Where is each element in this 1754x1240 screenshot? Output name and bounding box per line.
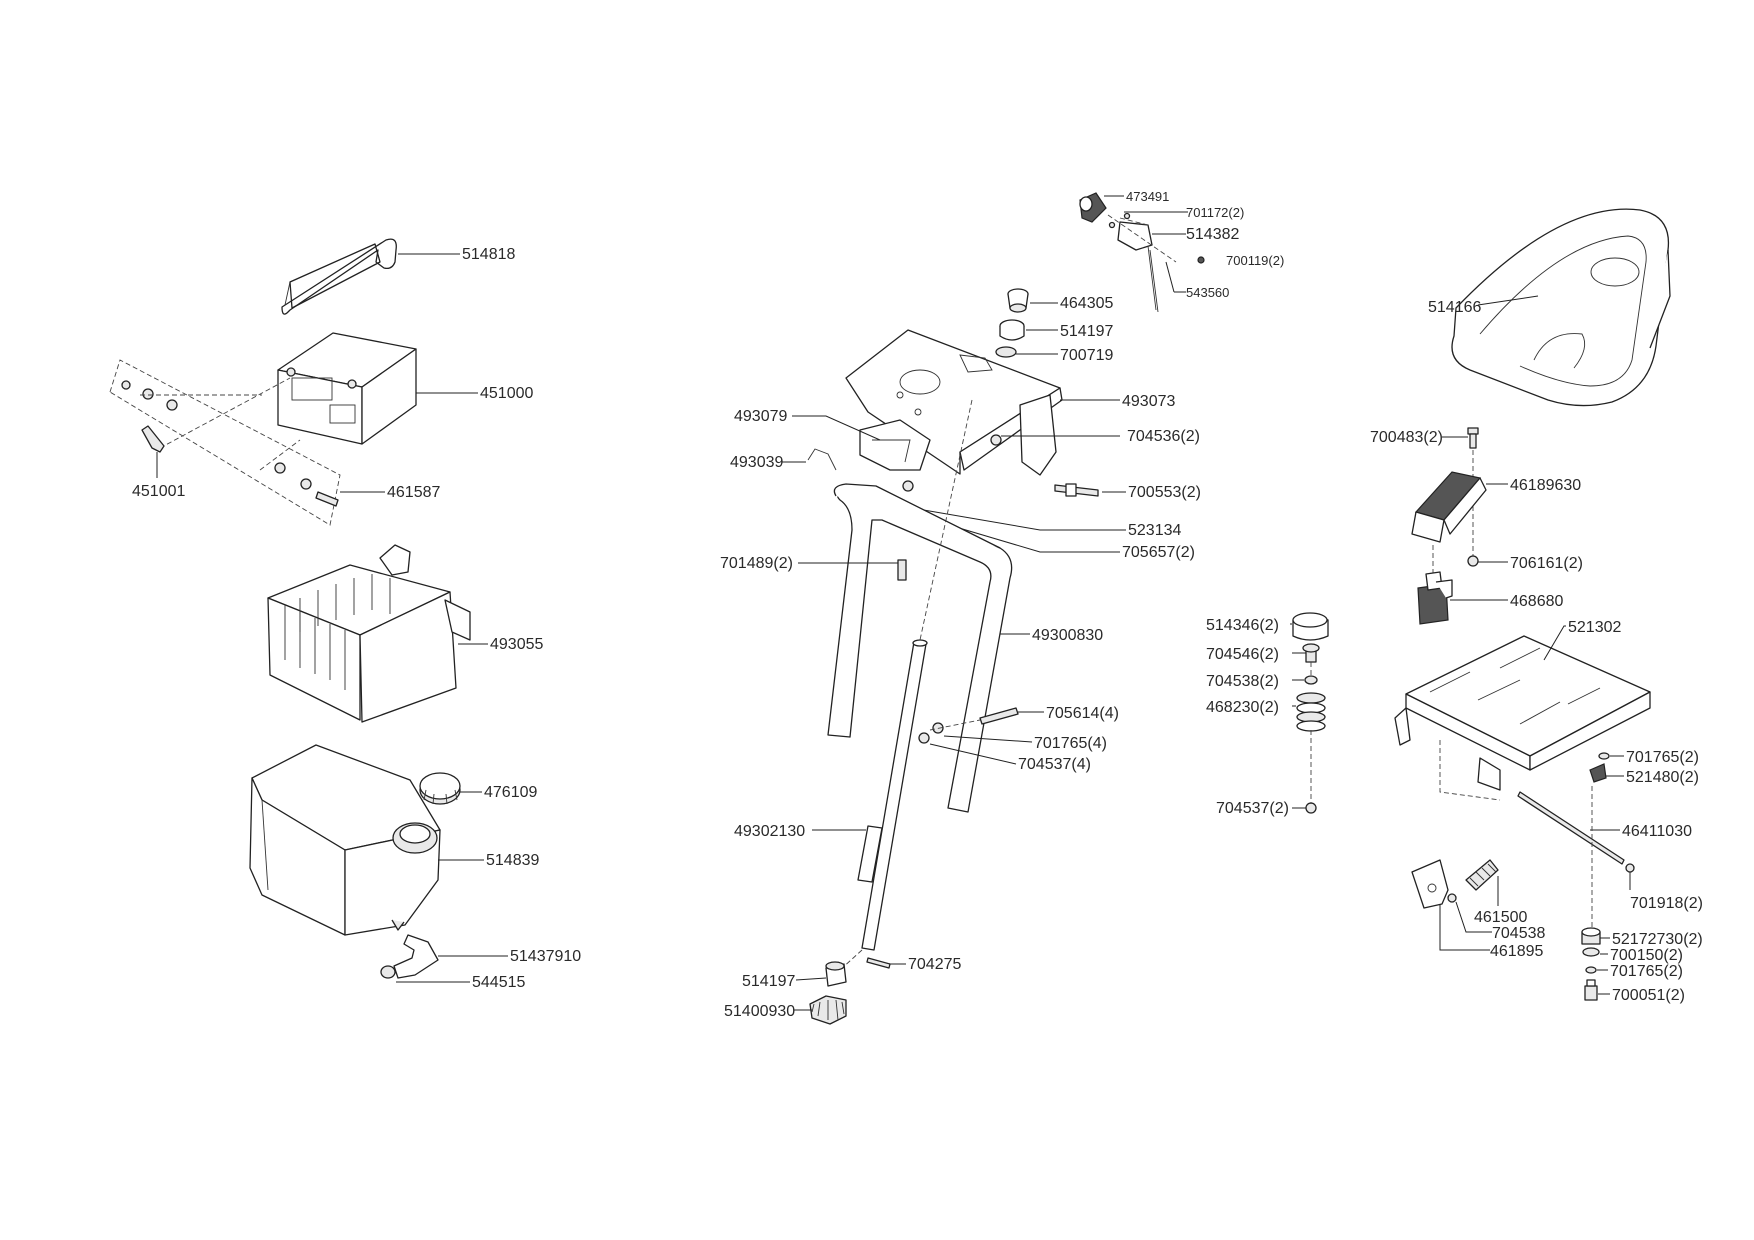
label-701489: 701489(2)	[720, 555, 793, 572]
label-461895: 461895	[1490, 943, 1543, 960]
label-701765a: 701765(4)	[1034, 735, 1107, 752]
label-700719: 700719	[1060, 347, 1113, 364]
nut-704537	[918, 732, 930, 744]
throttle-bracket-514382	[1108, 212, 1159, 313]
spring-461500	[1465, 859, 1499, 891]
label-514839: 514839	[486, 852, 539, 869]
seat-514166	[1451, 208, 1671, 407]
label-46411030: 46411030	[1622, 823, 1692, 840]
label-701918: 701918(2)	[1630, 895, 1703, 912]
label-704537b: 704537(2)	[1216, 800, 1289, 817]
label-514166: 514166	[1428, 299, 1481, 316]
label-468230: 468230(2)	[1206, 699, 1279, 716]
washer-704538	[1447, 893, 1457, 903]
label-49302130: 49302130	[734, 823, 805, 840]
label-706161: 706161(2)	[1510, 555, 1583, 572]
fuel-tank-514839	[249, 744, 441, 936]
label-700119: 700119(2)	[1226, 253, 1284, 268]
bushing-514197-bottom	[825, 961, 847, 987]
label-46189630: 46189630	[1510, 477, 1581, 494]
nut-706161	[1467, 555, 1479, 567]
label-700051: 700051(2)	[1612, 987, 1685, 1004]
label-704536: 704536(2)	[1127, 428, 1200, 445]
steering-guide-493079	[859, 419, 931, 471]
roll-pin-704275	[866, 957, 891, 969]
seat-rod-46411030	[1517, 791, 1625, 865]
label-521302: 521302	[1568, 619, 1621, 636]
seat-lever-461895	[1411, 859, 1449, 909]
pinion-gear-51400930	[809, 995, 847, 1025]
label-514197a: 514197	[1060, 323, 1113, 340]
seat-spring-stack	[1292, 612, 1329, 814]
label-451001: 451001	[132, 483, 185, 500]
label-464305: 464305	[1060, 295, 1113, 312]
label-51437910: 51437910	[510, 948, 581, 965]
label-468680: 468680	[1510, 593, 1563, 610]
hose-clamp-544515	[380, 965, 396, 979]
label-701765c: 701765(2)	[1610, 963, 1683, 980]
label-704538a: 704538(2)	[1206, 673, 1279, 690]
label-701765b: 701765(2)	[1626, 749, 1699, 766]
fuel-cap-476109	[419, 772, 461, 805]
throttle-knob-473491	[1079, 192, 1107, 223]
label-543560: 543560	[1186, 285, 1229, 300]
label-451000: 451000	[480, 385, 533, 402]
label-544515: 544515	[472, 974, 525, 991]
spring-clip-493039	[807, 448, 837, 471]
battery-tray-493055	[267, 544, 471, 723]
battery-strap-514818	[281, 238, 397, 315]
terminal-451001	[141, 425, 165, 453]
hardware-stack-right	[1581, 927, 1601, 1001]
label-514346: 514346(2)	[1206, 617, 1279, 634]
bushing-464305	[1007, 288, 1029, 313]
fuel-hose-51437910	[393, 934, 439, 979]
label-523134: 523134	[1128, 522, 1181, 539]
label-493079: 493079	[734, 408, 787, 425]
battery-451000	[277, 332, 417, 445]
bolt-700483	[1467, 427, 1479, 449]
label-700483: 700483(2)	[1370, 429, 1443, 446]
label-476109: 476109	[484, 784, 537, 801]
nut-523134	[902, 480, 914, 492]
bolt-701489	[897, 559, 907, 581]
seat-plate-521302	[1394, 635, 1651, 791]
label-704538b: 704538	[1492, 925, 1545, 942]
label-700150: 700150(2)	[1610, 947, 1683, 964]
label-473491: 473491	[1126, 189, 1169, 204]
label-461587: 461587	[387, 484, 440, 501]
bracket-521480	[1589, 763, 1607, 783]
label-514818: 514818	[462, 246, 515, 263]
label-704275: 704275	[908, 956, 961, 973]
washer-700719	[995, 346, 1017, 358]
nut-704536	[990, 434, 1002, 446]
label-701172: 701172(2)	[1186, 205, 1244, 220]
bolt-705614	[979, 707, 1019, 725]
steering-shaft-49302130	[857, 639, 928, 951]
label-705657: 705657(2)	[1122, 544, 1195, 561]
label-521480: 521480(2)	[1626, 769, 1699, 786]
label-704546: 704546(2)	[1206, 646, 1279, 663]
seat-switch-468680	[1417, 571, 1453, 625]
label-705614: 705614(4)	[1046, 705, 1119, 722]
bushing-514197-top	[999, 319, 1025, 341]
label-514197b: 514197	[742, 973, 795, 990]
handlebar-49300830	[827, 483, 1013, 813]
switch-bracket-46189630	[1411, 471, 1487, 543]
label-493055: 493055	[490, 636, 543, 653]
side-bracket	[1019, 394, 1057, 476]
label-700553: 700553(2)	[1128, 484, 1201, 501]
label-461500: 461500	[1474, 909, 1527, 926]
label-49300830: 49300830	[1032, 627, 1103, 644]
label-52172730: 52172730(2)	[1612, 931, 1703, 948]
washer-701765-right	[1598, 752, 1610, 760]
label-704537a: 704537(4)	[1018, 756, 1091, 773]
label-493073: 493073	[1122, 393, 1175, 410]
battery-terminal-hardware	[121, 380, 339, 507]
label-493039: 493039	[730, 454, 783, 471]
label-51400930: 51400930	[724, 1003, 795, 1020]
label-514382: 514382	[1186, 226, 1239, 243]
